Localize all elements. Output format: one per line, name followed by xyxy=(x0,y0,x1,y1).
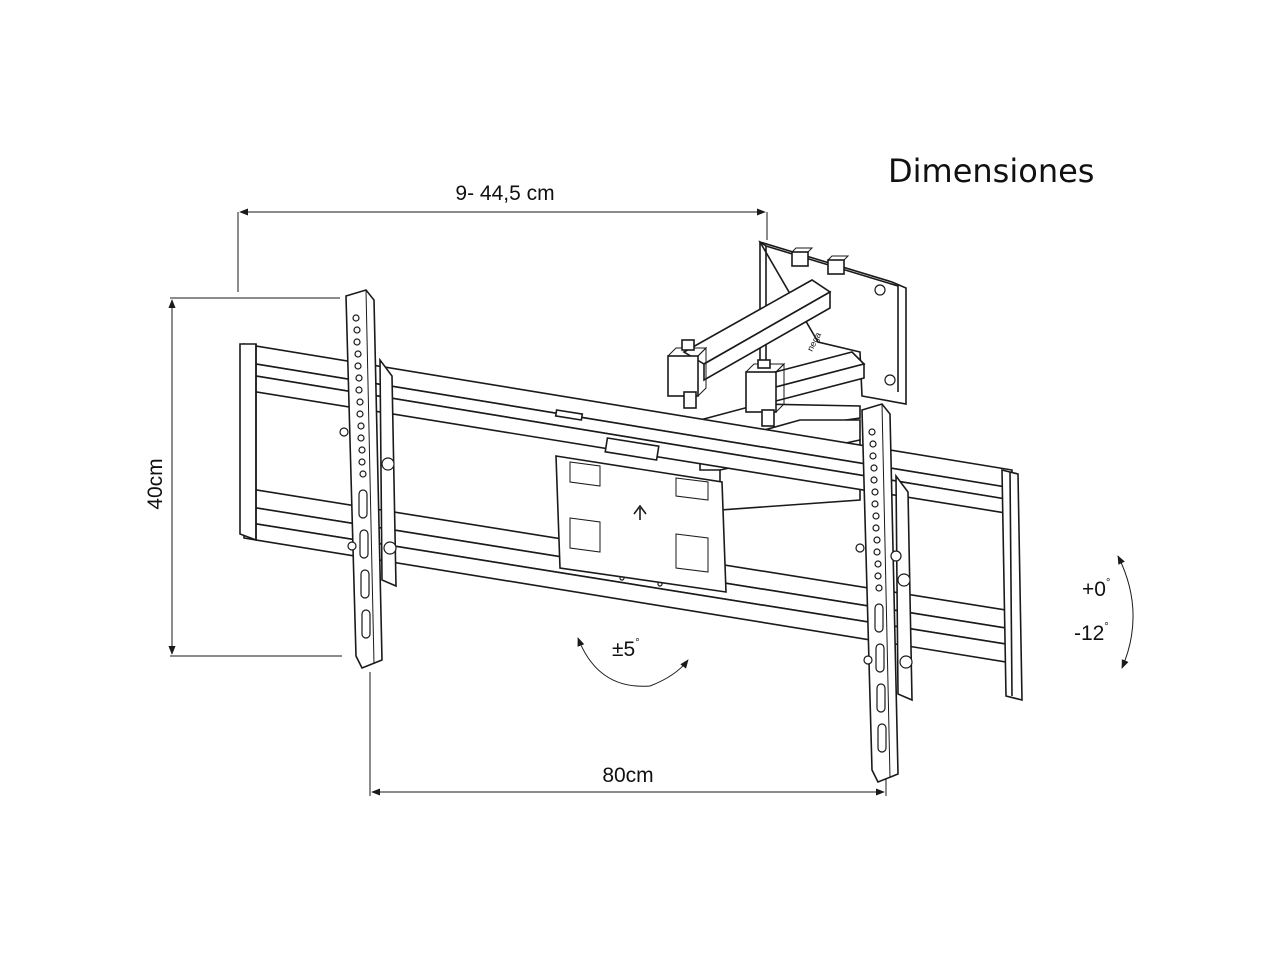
center-plate xyxy=(555,455,727,593)
height-label: 40cm xyxy=(144,458,167,509)
page-title: Dimensiones xyxy=(888,152,1094,190)
left-vertical-bracket xyxy=(339,289,397,670)
tilt-up-label: +0 xyxy=(1082,578,1106,601)
swivel-label: ±5 xyxy=(612,638,635,661)
width-label: 80cm xyxy=(602,764,653,787)
width-dimension: 80cm xyxy=(369,672,887,796)
height-dimension: 40cm xyxy=(144,297,342,657)
depth-dimension: 9- 44,5 cm xyxy=(237,182,768,292)
tilt-down-degree: ° xyxy=(1104,621,1108,633)
depth-label: 9- 44,5 cm xyxy=(455,182,554,205)
swivel-angle-indicator: ±5° xyxy=(577,637,689,687)
tilt-up-degree: ° xyxy=(1106,577,1110,589)
tilt-angle-indicator: +0° -12° xyxy=(1074,555,1134,669)
tilt-down-label: -12 xyxy=(1074,622,1104,645)
swivel-degree: ° xyxy=(635,637,639,649)
svg-text:-12°: -12° xyxy=(1074,621,1109,645)
right-vertical-bracket xyxy=(855,403,913,784)
right-bracket-holes xyxy=(868,428,887,753)
svg-text:±5°: ±5° xyxy=(612,637,640,661)
svg-text:+0°: +0° xyxy=(1082,577,1110,601)
left-bracket-holes xyxy=(352,314,371,639)
